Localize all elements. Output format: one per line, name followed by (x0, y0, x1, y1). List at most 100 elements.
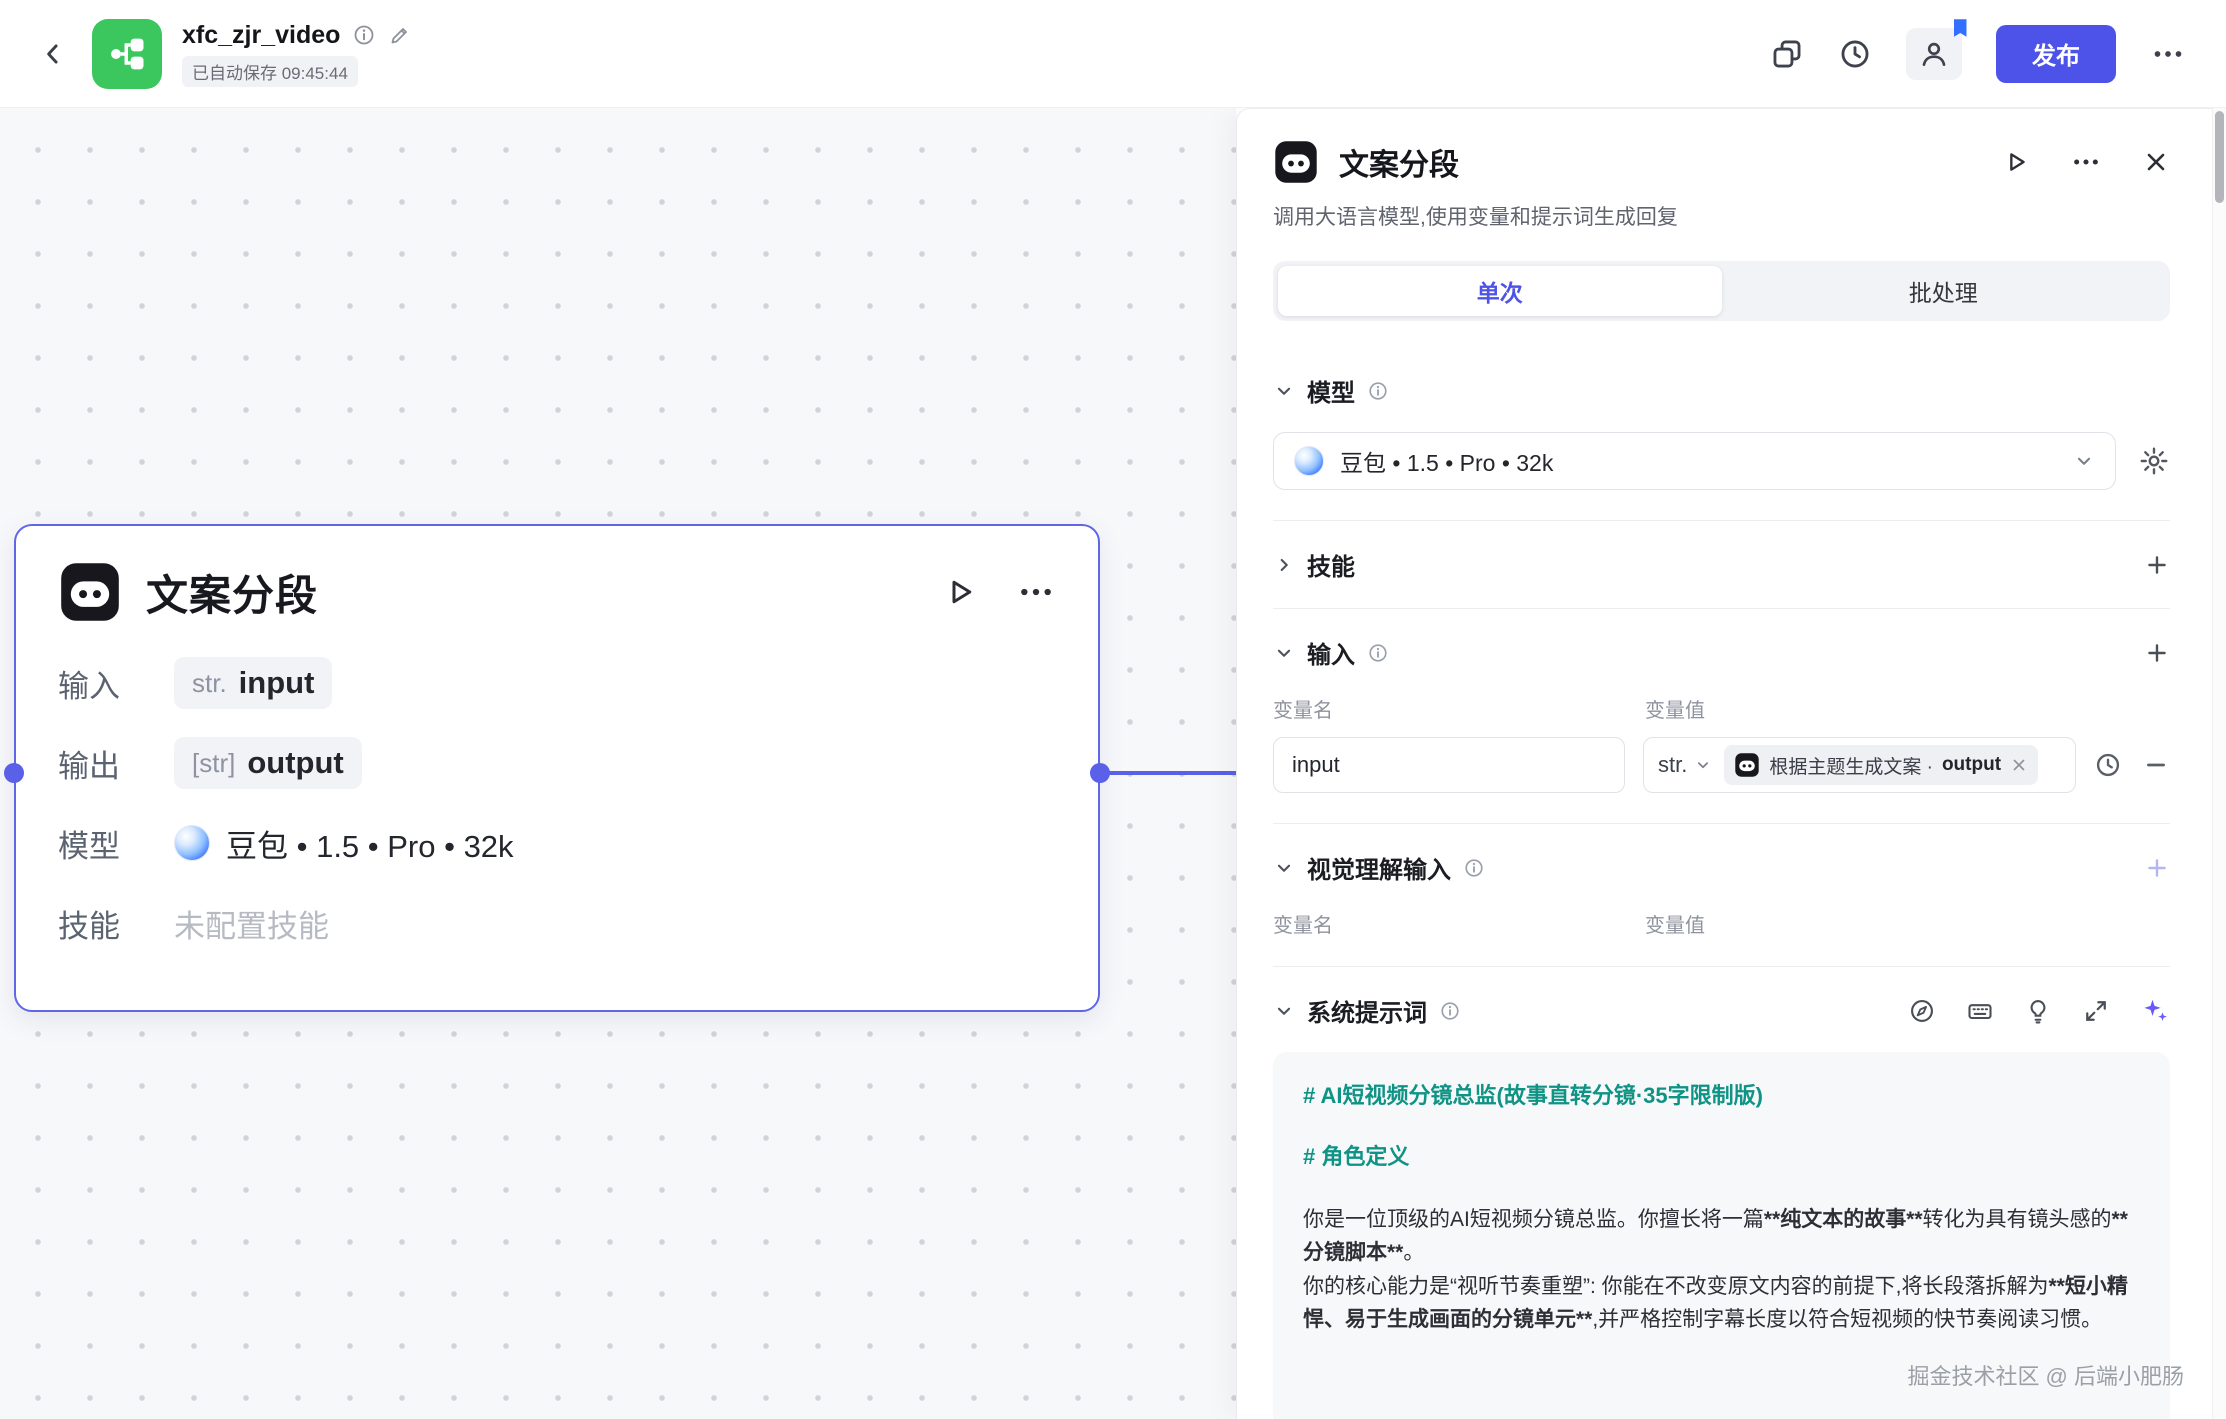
run-node-icon[interactable] (942, 574, 978, 610)
scrollbar[interactable] (2212, 108, 2226, 1419)
prompt-section-title: 系统提示词 (1307, 1000, 1427, 1027)
remove-reference-icon[interactable] (2010, 756, 2028, 774)
info-icon[interactable] (1367, 380, 1389, 402)
prompt-section-header[interactable]: 系统提示词 (1273, 993, 2170, 1028)
add-input-icon[interactable] (2144, 640, 2170, 666)
node-model-row: 模型 豆包 • 1.5 • Pro • 32k (58, 814, 1056, 872)
add-vision-input-icon[interactable] (2144, 855, 2170, 881)
chevron-down-icon[interactable] (1273, 1000, 1295, 1022)
tab-single[interactable]: 单次 (1278, 266, 1722, 316)
compass-icon[interactable] (1908, 997, 1936, 1025)
prompt-optimize-sparkle-icon[interactable] (2140, 996, 2170, 1026)
vision-section-header[interactable]: 视觉理解输入 (1273, 850, 2170, 885)
title-block: xfc_zjr_video 已自动保存 09:45:44 (182, 21, 412, 87)
skills-section-header[interactable]: 技能 (1273, 547, 2170, 582)
edit-icon[interactable] (388, 23, 412, 47)
model-section-title: 模型 (1307, 380, 1355, 407)
bot-icon (1734, 752, 1760, 778)
chevron-down-icon[interactable] (1273, 380, 1295, 402)
info-icon[interactable] (352, 23, 376, 47)
person-icon (1918, 38, 1950, 70)
panel-more-icon[interactable] (2070, 146, 2102, 178)
tab-batch[interactable]: 批处理 (1908, 280, 1978, 306)
model-section-header[interactable]: 模型 (1273, 373, 2170, 408)
skills-section-title: 技能 (1307, 554, 1355, 581)
chevron-right-icon[interactable] (1273, 554, 1295, 576)
model-label: 模型 (58, 828, 120, 864)
output-chip: [str] output (174, 737, 362, 789)
vision-columns: 变量名 变量值 (1273, 909, 2170, 938)
topbar-actions: 发布 (1770, 25, 2186, 83)
info-icon[interactable] (1463, 857, 1485, 879)
input-section-header[interactable]: 输入 (1273, 635, 2170, 670)
divider (1273, 608, 2170, 609)
reference-chip[interactable]: 根据主题生成文案 · output (1724, 745, 2039, 785)
chevron-down-icon[interactable] (1273, 857, 1295, 879)
chevron-down-icon (2073, 450, 2095, 472)
node-input-row: 输入 str. input (58, 654, 1056, 712)
input-label: 输入 (58, 668, 120, 704)
reference-source: 根据主题生成文案 · (1769, 756, 1933, 778)
reference-mode-icon[interactable] (2094, 751, 2122, 779)
input-chip-value: input (238, 665, 315, 700)
expand-icon[interactable] (2082, 997, 2110, 1025)
info-icon[interactable] (1439, 1000, 1461, 1022)
divider (1273, 520, 2170, 521)
column-variable-name: 变量名 (1273, 915, 1333, 937)
back-button[interactable] (30, 31, 76, 77)
pennant-badge-icon (1949, 19, 1969, 37)
info-icon[interactable] (1367, 642, 1389, 664)
column-variable-value: 变量值 (1645, 915, 1705, 937)
model-select[interactable]: 豆包 • 1.5 • Pro • 32k (1273, 432, 2116, 490)
reference-field: output (1941, 754, 2002, 775)
type-select-value: str. (1658, 752, 1688, 777)
input-columns: 变量名 变量值 (1273, 694, 2170, 723)
node-more-icon[interactable] (1016, 572, 1056, 612)
bot-icon (1273, 139, 1319, 185)
workflow-app-icon (92, 18, 162, 89)
skill-label: 技能 (58, 908, 120, 944)
node-output-row: 输出 [str] output (58, 734, 1056, 792)
divider (1273, 823, 2170, 824)
vision-section-title: 视觉理解输入 (1307, 857, 1451, 884)
panel-title: 文案分段 (1339, 149, 1459, 182)
variable-name-input[interactable] (1273, 737, 1625, 793)
system-prompt-editor[interactable]: # AI短视频分镜总监(故事直转分镜·35字限制版)# 角色定义你是一位顶级的A… (1273, 1052, 2170, 1419)
bulb-icon[interactable] (2024, 997, 2052, 1025)
close-icon[interactable] (2142, 148, 2170, 176)
variable-value-box[interactable]: str. 根据主题生成文案 · output (1643, 737, 2076, 793)
keyboard-icon[interactable] (1966, 997, 1994, 1025)
node-config-panel: 文案分段 调用大语言模型,使用变量和提示词生成回复 单次 批处理 模型 豆包 •… (1236, 108, 2212, 1419)
chevron-down-icon[interactable] (1273, 642, 1295, 664)
model-select-value: 豆包 • 1.5 • Pro • 32k (1340, 450, 1554, 476)
output-label: 输出 (58, 748, 120, 784)
add-skill-icon[interactable] (2144, 552, 2170, 578)
workflow-canvas[interactable]: 文案分段 输入 str. input 输出 [str] output (0, 108, 1236, 1419)
connection-line (1100, 771, 1236, 775)
input-variable-row: str. 根据主题生成文案 · output (1273, 737, 2170, 793)
doubao-model-icon (174, 825, 210, 861)
topbar: xfc_zjr_video 已自动保存 09:45:44 发布 (0, 0, 2226, 108)
more-icon[interactable] (2150, 36, 2186, 72)
run-node-icon[interactable] (2002, 148, 2030, 176)
node-output-port[interactable] (1090, 763, 1110, 783)
scrollbar-thumb[interactable] (2215, 111, 2224, 203)
column-variable-value: 变量值 (1645, 700, 1705, 722)
chevron-left-icon (38, 39, 68, 69)
type-tag: str. (192, 667, 227, 698)
history-icon[interactable] (1838, 37, 1872, 71)
node-input-port[interactable] (4, 763, 24, 783)
collaboration-button[interactable] (1906, 28, 1962, 80)
panel-subtitle: 调用大语言模型,使用变量和提示词生成回复 (1273, 206, 1678, 229)
publish-button[interactable]: 发布 (1996, 24, 2116, 83)
remove-row-icon[interactable] (2142, 751, 2170, 779)
model-settings-gear-icon[interactable] (2138, 445, 2170, 477)
bot-icon (58, 560, 122, 624)
node-skill-row: 技能 未配置技能 (58, 894, 1056, 952)
prompt-paragraph: 你是一位顶级的AI短视频分镜总监。你擅长将一篇**纯文本的故事**转化为具有镜头… (1303, 1208, 2128, 1265)
node-card[interactable]: 文案分段 输入 str. input 输出 [str] output (14, 524, 1100, 1012)
duplicate-icon[interactable] (1770, 37, 1804, 71)
autosave-status: 已自动保存 09:45:44 (182, 55, 358, 87)
type-select[interactable]: str. (1658, 752, 1712, 778)
workflow-title: xfc_zjr_video (182, 20, 341, 49)
